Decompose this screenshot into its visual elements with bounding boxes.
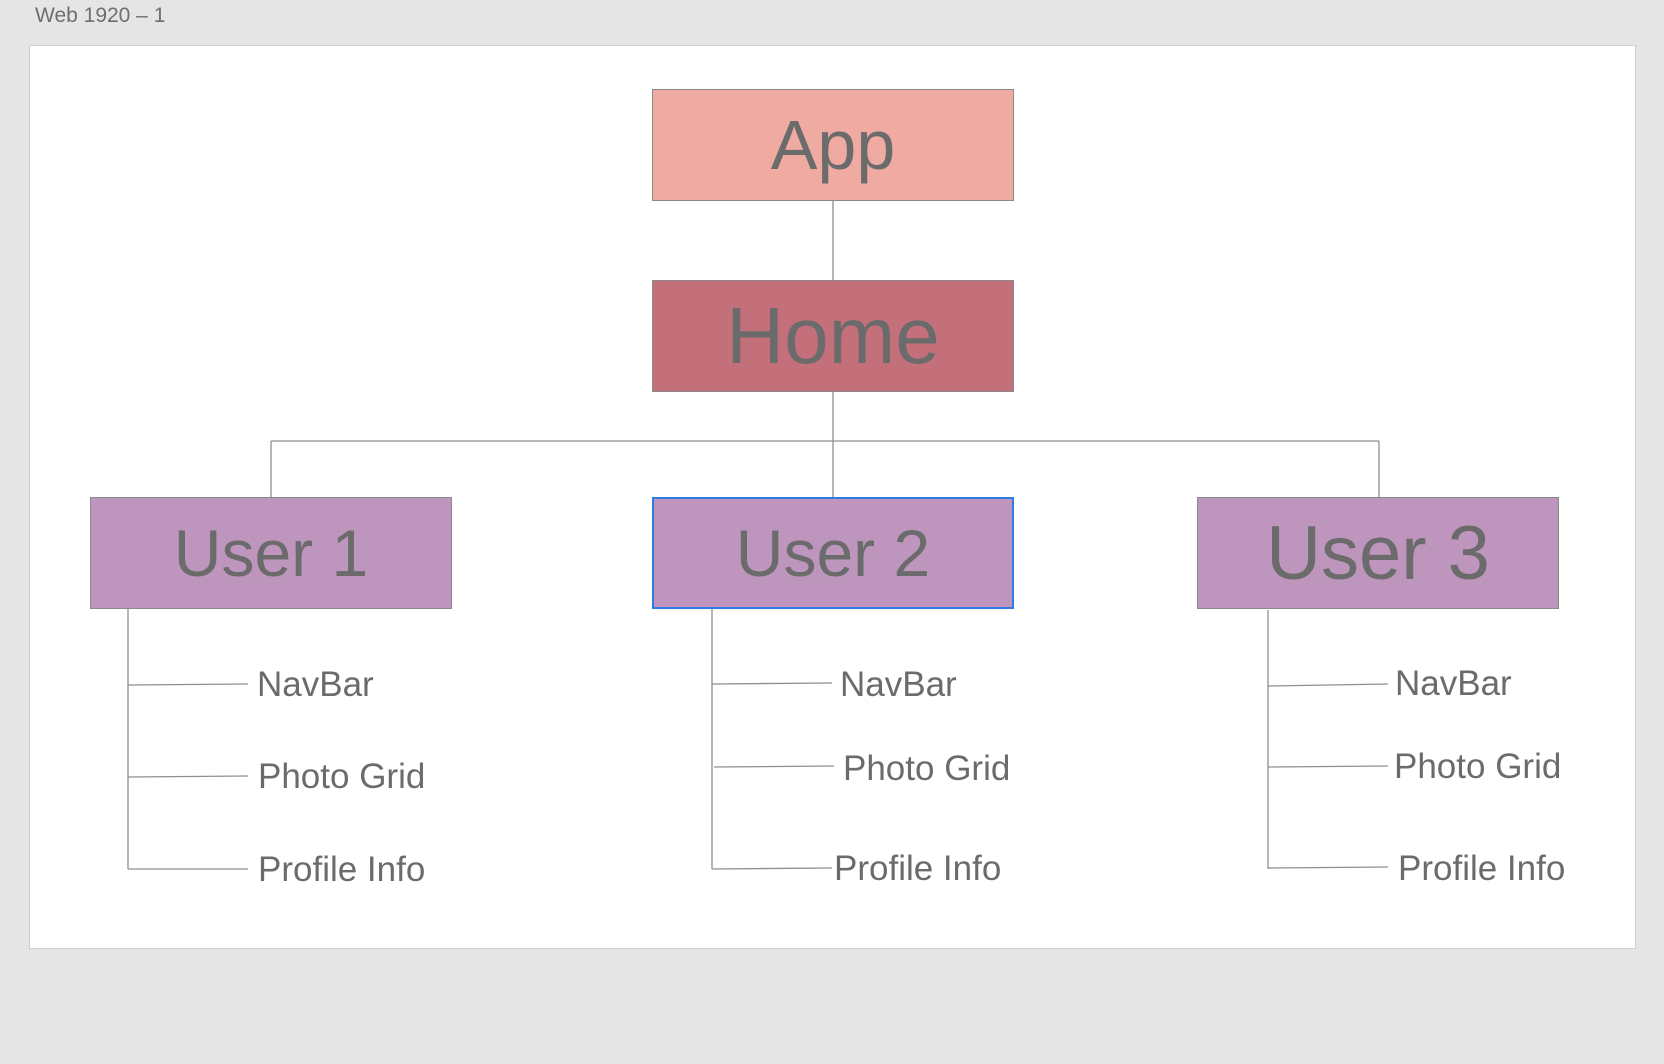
app-node[interactable]: App xyxy=(652,89,1014,201)
user-1-node[interactable]: User 1 xyxy=(90,497,452,609)
user-2-photo-grid-label[interactable]: Photo Grid xyxy=(843,749,1011,788)
user-2-profile-info-label[interactable]: Profile Info xyxy=(834,849,1002,888)
user-1-navbar-label[interactable]: NavBar xyxy=(257,665,374,704)
user-3-navbar-label[interactable]: NavBar xyxy=(1395,664,1512,703)
user-2-node-selected[interactable]: User 2 xyxy=(652,497,1014,609)
artboard-title[interactable]: Web 1920 – 1 xyxy=(35,4,166,27)
user-1-profile-info-label[interactable]: Profile Info xyxy=(258,850,426,889)
user-3-profile-info-label[interactable]: Profile Info xyxy=(1398,849,1566,888)
user-3-photo-grid-label[interactable]: Photo Grid xyxy=(1394,747,1562,786)
user-3-node[interactable]: User 3 xyxy=(1197,497,1559,609)
home-node[interactable]: Home xyxy=(652,280,1014,392)
user-1-photo-grid-label[interactable]: Photo Grid xyxy=(258,757,426,796)
user-2-navbar-label[interactable]: NavBar xyxy=(840,665,957,704)
